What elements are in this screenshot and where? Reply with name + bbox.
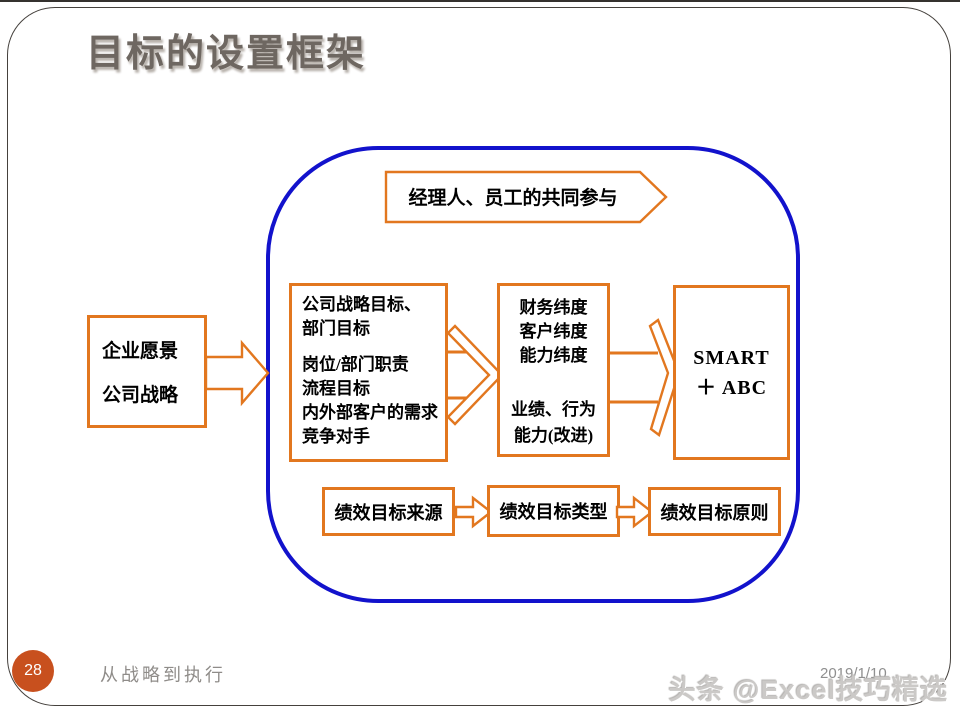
dimension-line: 财务纬度 xyxy=(519,298,588,317)
source-line: 岗位/部门职责 xyxy=(302,355,409,374)
source-line: 部门目标 xyxy=(302,319,370,338)
top-edge-line xyxy=(0,0,960,2)
watermark-text: 头条 @Excel技巧精选 xyxy=(668,675,948,705)
sources-box: 公司战略目标、 部门目标 岗位/部门职责 流程目标 内外部客户的需求 竞争对手 xyxy=(289,283,448,462)
vision-line-1: 企业愿景 xyxy=(102,341,179,362)
dimension-line: 业绩、行为 xyxy=(511,400,596,419)
perf-principle-label: 绩效目标原则 xyxy=(660,502,769,523)
banner-pentagon-icon xyxy=(384,170,668,224)
small-right-arrow-icon xyxy=(615,495,654,529)
vision-box: 企业愿景 公司战略 xyxy=(87,315,207,428)
footer-section-title: 从战略到执行 xyxy=(100,665,226,685)
result-box: SMART ＋ ABC xyxy=(673,285,790,460)
participation-banner: 经理人、员工的共同参与 xyxy=(384,170,668,224)
slide-date: 2019/1/10 xyxy=(820,665,887,682)
vision-line-2: 公司战略 xyxy=(102,385,179,406)
result-line-2: ＋ ABC xyxy=(695,376,768,399)
source-line: 流程目标 xyxy=(302,379,370,398)
vision-right-arrow-icon xyxy=(204,339,270,407)
dimension-line: 能力纬度 xyxy=(519,346,588,365)
perf-type-label: 绩效目标类型 xyxy=(499,502,608,522)
dimension-line: 客户纬度 xyxy=(519,322,588,341)
slide-frame xyxy=(7,7,951,706)
perf-source-box: 绩效目标来源 xyxy=(322,487,455,536)
perf-principle-box: 绩效目标原则 xyxy=(648,487,781,536)
page-number-badge: 28 xyxy=(12,650,54,692)
source-line: 内外部客户的需求 xyxy=(302,403,438,422)
dimension-line: 能力(改进) xyxy=(513,426,594,445)
perf-type-box: 绩效目标类型 xyxy=(487,485,620,537)
perf-source-label: 绩效目标来源 xyxy=(334,502,443,523)
dimensions-box: 财务纬度 客户纬度 能力纬度 业绩、行为 能力(改进) xyxy=(497,283,610,457)
small-right-arrow-icon xyxy=(454,495,493,529)
source-line: 竞争对手 xyxy=(302,427,370,446)
result-line-1: SMART xyxy=(693,346,770,369)
page-number: 28 xyxy=(24,662,42,679)
page-title: 目标的设置框架 xyxy=(86,33,367,75)
banner-label: 经理人、员工的共同参与 xyxy=(408,186,617,209)
source-line: 公司战略目标、 xyxy=(302,295,421,314)
